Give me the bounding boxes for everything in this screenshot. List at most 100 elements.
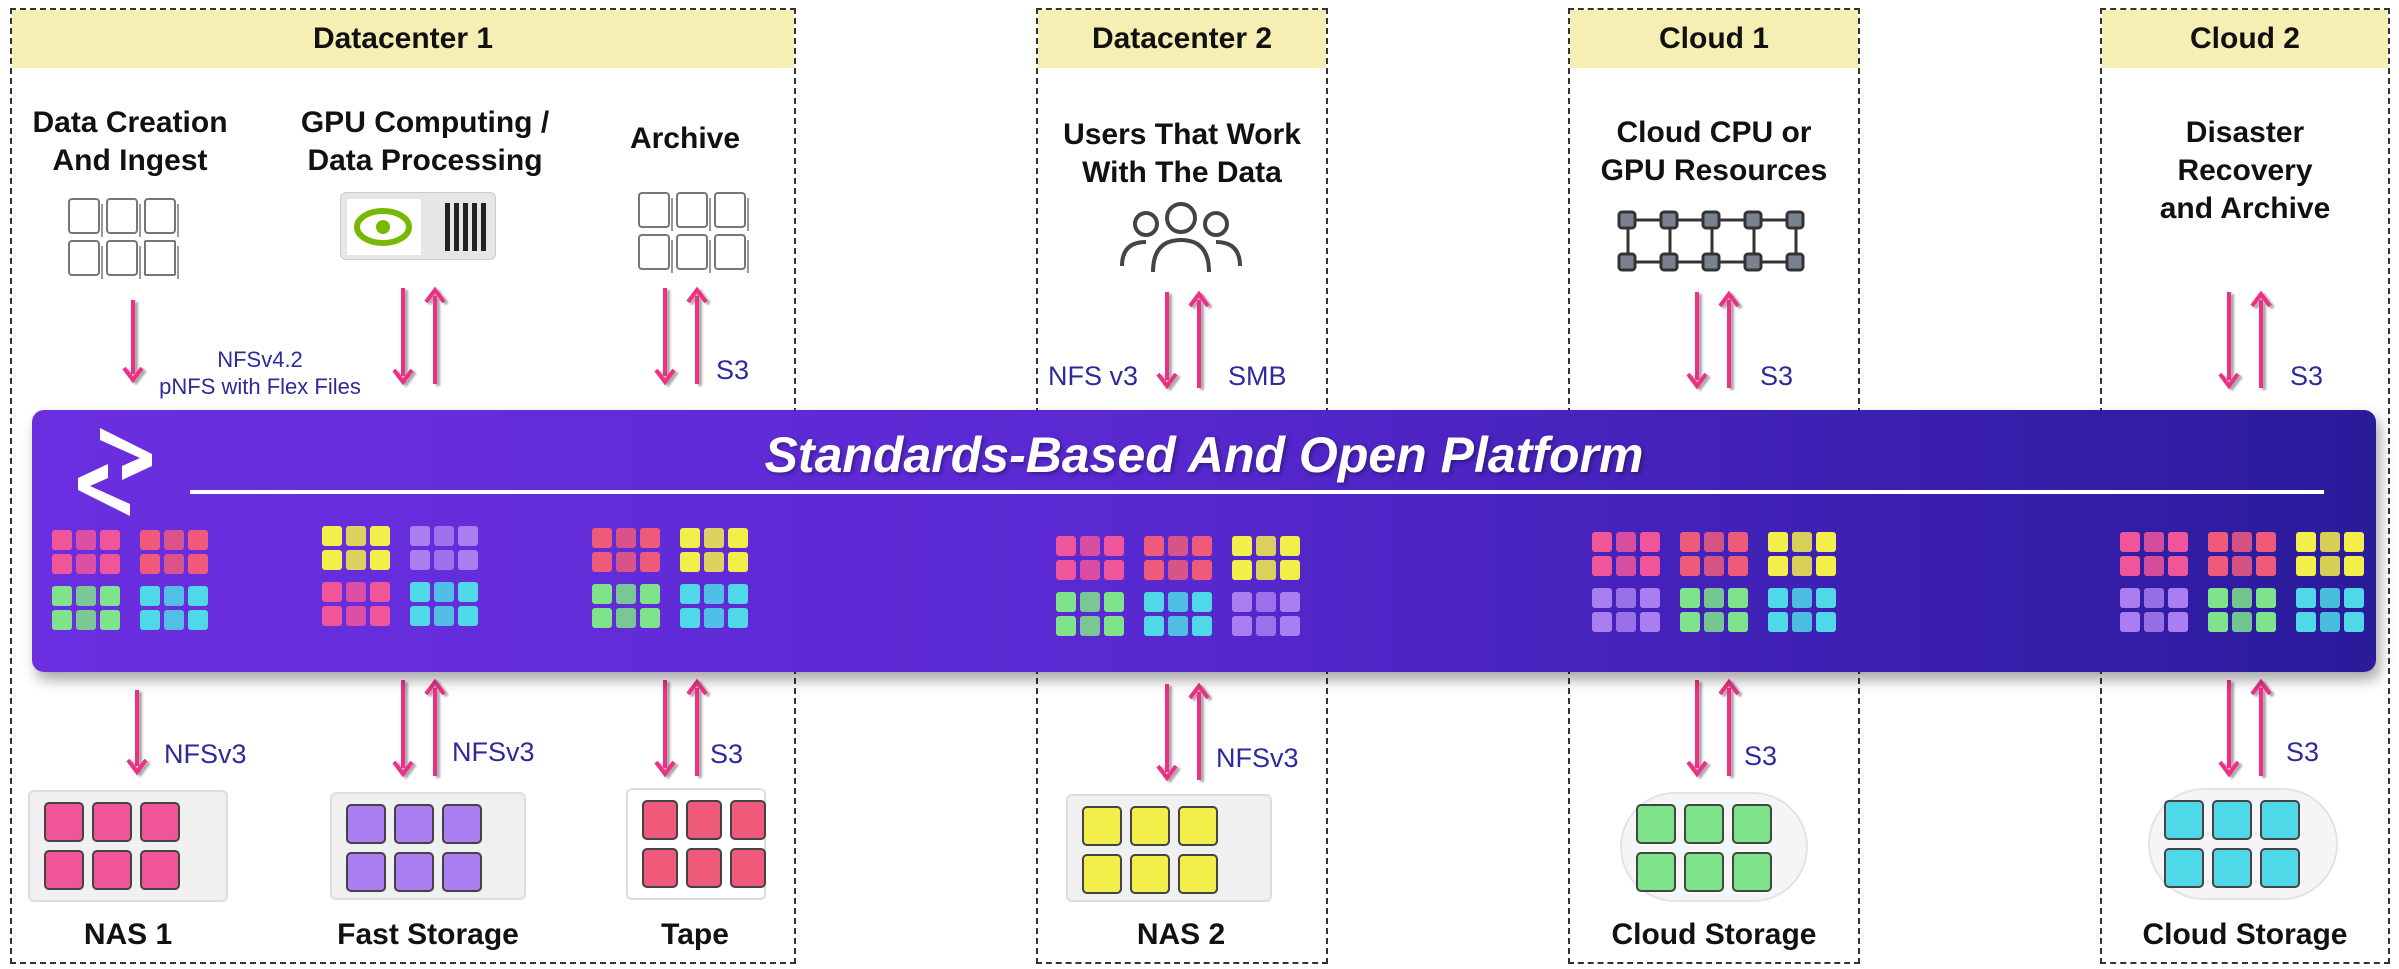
media-files-icon bbox=[68, 198, 179, 279]
arrow-up-icon bbox=[1718, 290, 1740, 388]
nvidia-gpu-icon bbox=[340, 192, 496, 260]
file-group-icon bbox=[410, 526, 486, 570]
video-icon bbox=[68, 198, 103, 237]
file-group-icon bbox=[2120, 532, 2196, 576]
file-group-icon bbox=[2296, 588, 2372, 632]
protocol-archive-s3: S3 bbox=[716, 355, 750, 385]
file-tile-icon bbox=[642, 848, 678, 888]
file-tile-icon bbox=[44, 802, 84, 842]
protocol-nas2: NFSv3 bbox=[1216, 743, 1299, 773]
arrow-down-icon bbox=[1686, 292, 1708, 390]
nas2-storage-icon bbox=[1066, 794, 1272, 902]
file-group-icon bbox=[1768, 532, 1844, 576]
zone-title: Datacenter 1 bbox=[12, 10, 794, 68]
file-tile-icon bbox=[1636, 804, 1676, 844]
file-tile-icon bbox=[2212, 800, 2252, 840]
arrow-down-icon bbox=[2218, 680, 2240, 778]
label-fast-storage: Fast Storage bbox=[337, 918, 519, 951]
file-cluster-icon bbox=[322, 526, 486, 626]
gear-icon bbox=[676, 192, 711, 231]
label-gpu-computing: GPU Computing / Data Processing bbox=[300, 106, 550, 177]
banner-title: Standards-Based And Open Platform bbox=[764, 427, 1644, 483]
file-tile-icon bbox=[442, 852, 482, 892]
video-icon bbox=[638, 192, 673, 231]
label-cloud-cpu: Cloud CPU or GPU Resources bbox=[1600, 116, 1828, 187]
file-group-icon bbox=[592, 528, 668, 572]
protocol-fast: NFSv3 bbox=[452, 737, 535, 767]
file-tile-icon bbox=[394, 852, 434, 892]
users-icon bbox=[1118, 198, 1244, 276]
protocol-cloud1: S3 bbox=[1744, 741, 1778, 771]
file-cluster-icon bbox=[1592, 532, 1844, 632]
file-tile-icon bbox=[1732, 804, 1772, 844]
file-tile-icon bbox=[686, 848, 722, 888]
fast-storage-icon bbox=[330, 792, 526, 900]
platform-banner: Standards-Based And Open Platform bbox=[32, 410, 2376, 672]
audio-icon bbox=[714, 192, 749, 231]
file-tile-icon bbox=[92, 850, 132, 890]
label-users: Users That Work With The Data bbox=[1063, 118, 1301, 189]
file-group-icon bbox=[410, 582, 486, 626]
file-group-icon bbox=[1680, 588, 1756, 632]
protocol-dc2-smb: SMB bbox=[1228, 361, 1287, 391]
arrow-up-icon bbox=[1718, 678, 1740, 776]
file-cluster-icon bbox=[2120, 532, 2372, 632]
image-icon bbox=[68, 240, 103, 279]
arrow-down-icon bbox=[122, 300, 144, 384]
folder-icon bbox=[714, 234, 749, 273]
protocol-dc2-nfs: NFS v3 bbox=[1048, 361, 1139, 391]
protocol-nfs42: NFSv4.2 pNFS with Flex Files bbox=[159, 347, 361, 399]
arrow-up-icon bbox=[686, 286, 708, 384]
arrow-down-icon bbox=[654, 680, 676, 778]
file-group-icon bbox=[1680, 532, 1756, 576]
file-group-icon bbox=[2208, 588, 2284, 632]
file-group-icon bbox=[680, 528, 756, 572]
arrow-up-icon bbox=[424, 678, 446, 776]
arrow-up-icon bbox=[686, 678, 708, 776]
file-tile-icon bbox=[1636, 852, 1676, 892]
banner-divider bbox=[190, 490, 2324, 494]
file-group-icon bbox=[322, 582, 398, 626]
file-tile-icon bbox=[1684, 804, 1724, 844]
file-tile-icon bbox=[346, 852, 386, 892]
cloud1-storage-icon bbox=[1620, 792, 1808, 902]
file-group-icon bbox=[2120, 588, 2196, 632]
file-tile-icon bbox=[642, 800, 678, 840]
file-group-icon bbox=[2296, 532, 2372, 576]
label-cloud1-storage: Cloud Storage bbox=[1611, 918, 1817, 951]
label-nas2: NAS 2 bbox=[1136, 918, 1226, 951]
file-tile-icon bbox=[442, 804, 482, 844]
file-tile-icon bbox=[730, 800, 766, 840]
file-group-icon bbox=[1768, 588, 1844, 632]
tape-storage-icon bbox=[626, 788, 766, 900]
file-group-icon bbox=[1056, 536, 1132, 580]
nas1-storage-icon bbox=[28, 790, 228, 902]
file-group-icon bbox=[52, 586, 128, 630]
arrow-up-icon bbox=[1188, 682, 1210, 780]
protocol-cloud2: S3 bbox=[2286, 737, 2320, 767]
label-archive: Archive bbox=[629, 122, 741, 155]
file-group-icon bbox=[140, 586, 216, 630]
arrow-down-icon bbox=[392, 680, 414, 778]
file-tile-icon bbox=[1130, 854, 1170, 894]
file-tile-icon bbox=[686, 800, 722, 840]
image-icon bbox=[638, 234, 673, 273]
platform-logo-icon bbox=[78, 428, 152, 516]
folder-icon bbox=[144, 240, 179, 279]
arrow-down-icon bbox=[654, 288, 676, 386]
protocol-cloud1-s3: S3 bbox=[1760, 361, 1794, 391]
file-group-icon bbox=[1232, 536, 1308, 580]
file-tile-icon bbox=[1082, 806, 1122, 846]
dna-icon bbox=[676, 234, 711, 273]
arrow-down-icon bbox=[1156, 292, 1178, 390]
arrow-down-icon bbox=[2218, 292, 2240, 390]
file-cluster-icon bbox=[1056, 536, 1308, 636]
file-group-icon bbox=[680, 584, 756, 628]
file-group-icon bbox=[2208, 532, 2284, 576]
file-group-icon bbox=[1056, 592, 1132, 636]
file-group-icon bbox=[1144, 536, 1220, 580]
file-tile-icon bbox=[2260, 848, 2300, 888]
audio-icon bbox=[144, 198, 179, 237]
file-group-icon bbox=[1592, 532, 1668, 576]
file-tile-icon bbox=[44, 850, 84, 890]
